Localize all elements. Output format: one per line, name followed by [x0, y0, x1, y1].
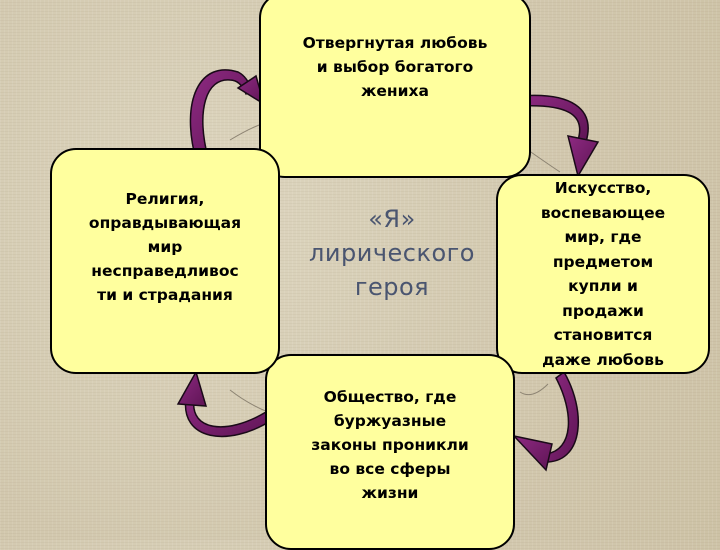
center-label-lyrical-hero: «Я» лирического героя	[309, 205, 475, 301]
curved-arrow-top-to-right	[519, 94, 600, 178]
curved-arrow-left-to-top	[189, 69, 266, 161]
guide-arc-top-left	[229, 123, 263, 141]
box-religion: Религия, оправдывающая мир несправедливо…	[50, 148, 280, 374]
curved-arrow-bottom-to-left	[176, 370, 274, 438]
guide-arc-bottom-right	[519, 383, 549, 396]
guide-arc-bottom-left	[229, 389, 269, 413]
box-art: Искусство, воспевающее мир, где предмето…	[496, 174, 710, 374]
curved-arrow-right-to-bottom	[511, 370, 580, 472]
guide-arc-top-right	[527, 149, 561, 173]
box-society: Общество, где буржуазные законы проникли…	[265, 354, 515, 550]
box-rejected-love: Отвергнутая любовь и выбор богатого жени…	[259, 0, 531, 178]
